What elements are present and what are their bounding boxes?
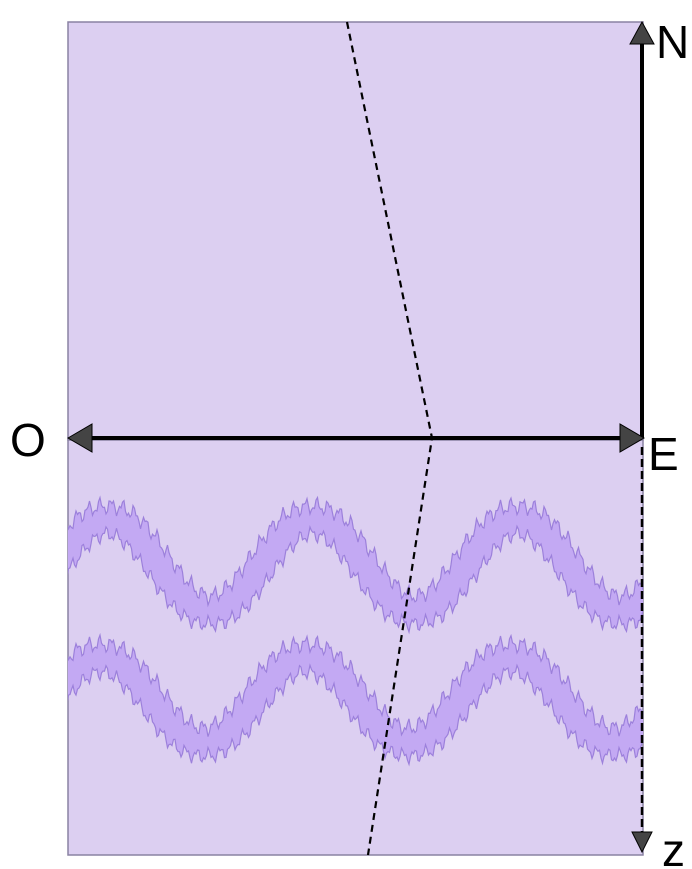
upper-block [68,22,643,440]
lower-block [68,440,643,855]
label-east: E [648,428,679,480]
label-depth: z [662,824,685,869]
label-west: O [10,414,46,466]
label-north: N [656,16,689,68]
